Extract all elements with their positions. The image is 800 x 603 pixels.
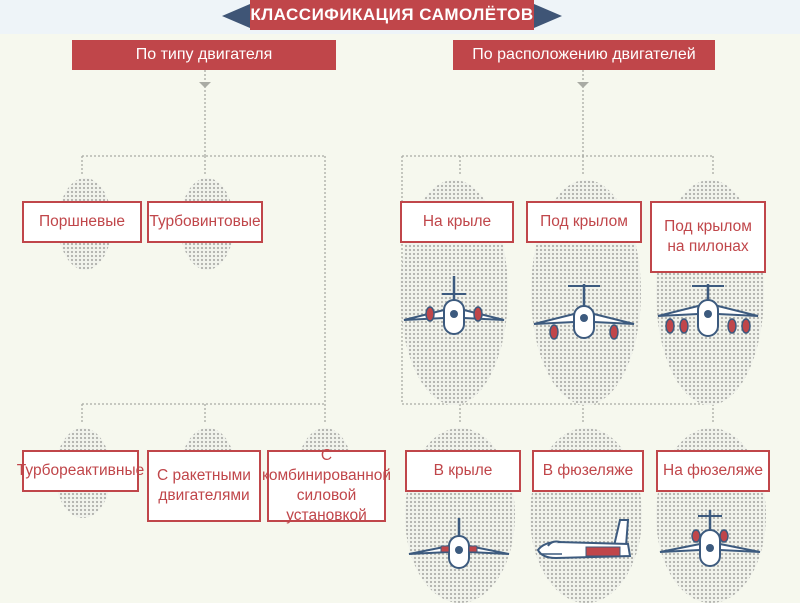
node-rocket: С ракетными двигателями [147, 450, 261, 522]
plane-on-fuselage-icon [659, 510, 761, 567]
node-turboprop: Турбовинтовые [147, 201, 263, 243]
title-banner: КЛАССИФИКАЦИЯ САМОЛЁТОВ [250, 0, 534, 30]
node-pylons: Под крылом на пилонах [650, 201, 766, 273]
node-piston: Поршневые [22, 201, 142, 243]
header-engine-position: По расположению двигателей [453, 40, 715, 70]
plane-in-wing-icon [408, 518, 510, 569]
node-in-fuselage: В фюзеляже [532, 450, 644, 492]
plane-on-wing-icon [403, 276, 505, 335]
header-engine-type: По типу двигателя [72, 40, 336, 70]
title-ribbon-right [534, 4, 562, 28]
node-turbojet: Турбореактивные [17, 450, 144, 492]
plane-in-fuselage-icon [536, 519, 632, 560]
node-under-wing: Под крылом [526, 201, 642, 243]
plane-pylons-icon [657, 284, 759, 337]
node-on-fuselage: На фюзеляже [656, 450, 770, 492]
title-ribbon-left [222, 4, 250, 28]
node-on-wing: На крыле [400, 201, 514, 243]
plane-under-wing-icon [533, 284, 635, 340]
node-in-wing: В крыле [405, 450, 521, 492]
node-combined: С комбинированной силовой установкой [261, 447, 392, 524]
